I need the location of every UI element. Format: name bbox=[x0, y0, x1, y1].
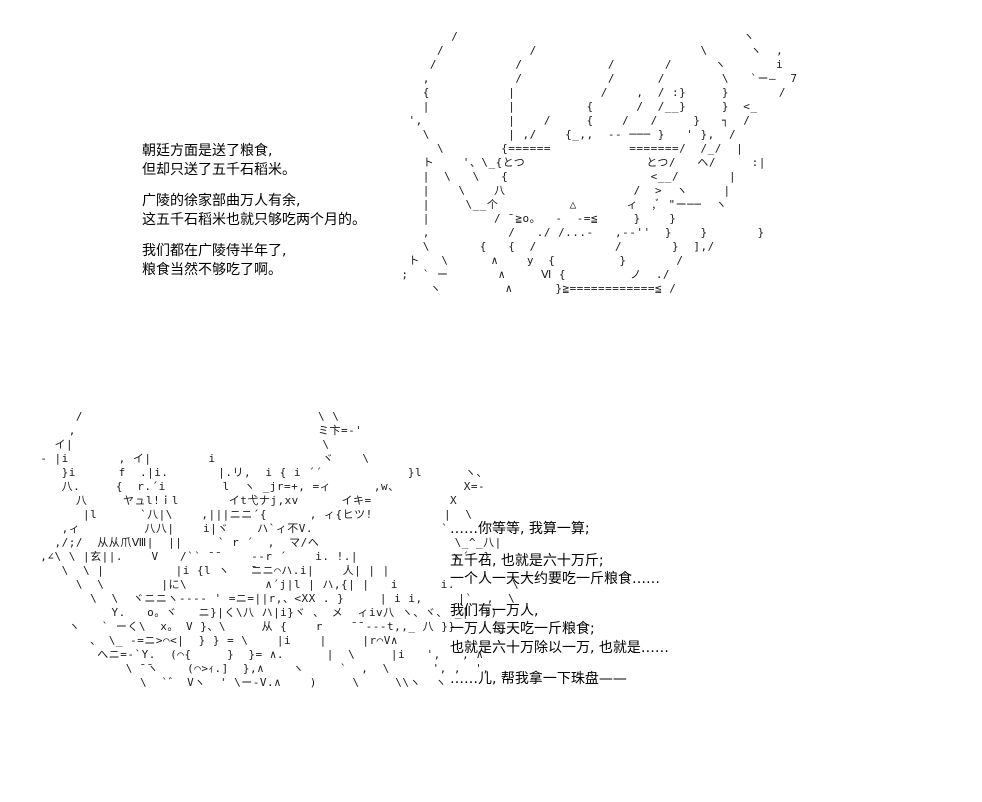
narration-line: 粮食当然不够吃了啊。 bbox=[142, 261, 282, 278]
narration-line: 但却只送了五千石稻米。 bbox=[142, 161, 296, 178]
dialogue-line: 也就是六十万除以一万, 也就是…… bbox=[450, 639, 669, 656]
dialogue-line: ……你等等, 我算一算; bbox=[450, 521, 590, 537]
character-ascii-art-top: / ヽ / / \ ヽ , / / / / ヽ i , / / / bbox=[401, 30, 798, 295]
narration-text: 朝廷方面是送了粮食, 但却只送了五千石稻米。 广陵的徐家部曲万人有余, 这五千石… bbox=[142, 142, 366, 279]
panel-bottom: / \ \ , ミ卞=‐' イ| \ - |i , イ| i ヾ \ }i f … bbox=[0, 400, 982, 802]
dialogue-line: 五千石, 也就是六十万斤; bbox=[450, 552, 604, 569]
dialogue-line: 一万人每天吃一斤粮食; bbox=[450, 621, 595, 637]
dialogue-line: 我们有一万人, bbox=[450, 602, 539, 619]
dialogue-line: 一个人一天大约要吃一斤粮食…… bbox=[450, 571, 660, 587]
narration-line: 广陵的徐家部曲万人有余, bbox=[142, 193, 301, 209]
narration-line: 我们都在广陵侍半年了, bbox=[142, 243, 287, 259]
dialogue-line: ……儿, 帮我拿一下珠盘—— bbox=[450, 671, 627, 687]
dialogue-text: ……你等等, 我算一算; 五千石, 也就是六十万斤; 一个人一天大约要吃一斤粮食… bbox=[450, 520, 669, 689]
panel-top: 朝廷方面是送了粮食, 但却只送了五千石稻米。 广陵的徐家部曲万人有余, 这五千石… bbox=[0, 0, 982, 395]
narration-line: 朝廷方面是送了粮食, bbox=[142, 143, 273, 159]
character-ascii-art-bottom: / \ \ , ミ卞=‐' イ| \ - |i , イ| i ヾ \ }i f … bbox=[40, 410, 520, 689]
narration-line: 这五千石稻米也就只够吃两个月的。 bbox=[142, 211, 366, 228]
